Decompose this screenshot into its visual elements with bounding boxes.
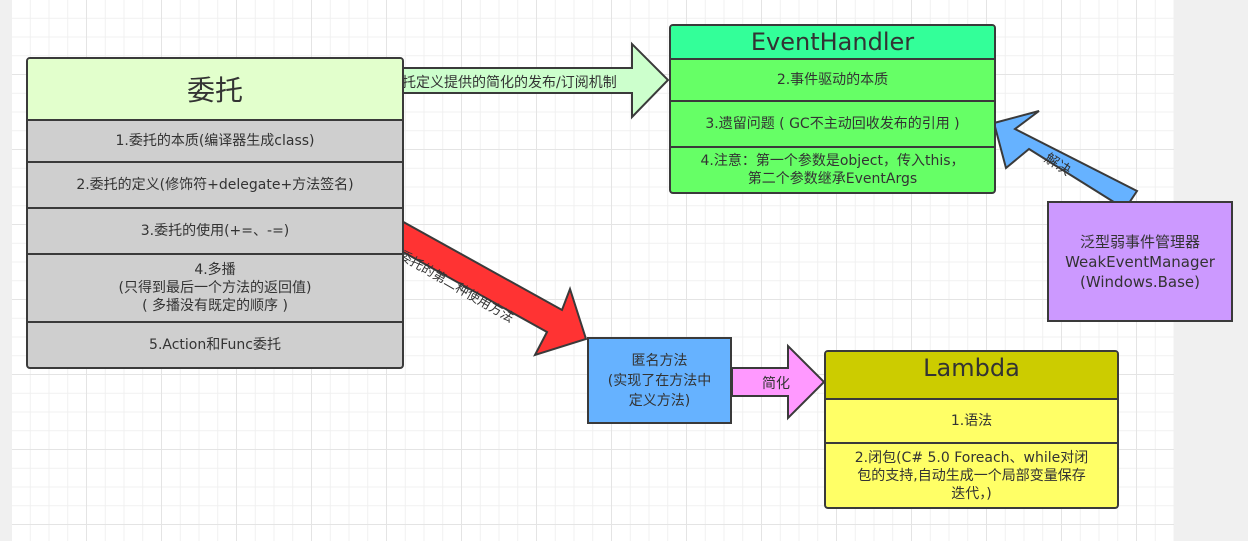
- anonymous-method-node[interactable]: 匿名方法 (实现了在方法中 定义方法): [587, 337, 732, 424]
- delegate-item-action-func: 5.Action和Func委托: [149, 337, 281, 353]
- eventhandler-title: EventHandler: [671, 26, 994, 60]
- lambda-item-closure: 2.闭包(C# 5.0 Foreach、while对闭 包的支持,自动生成一个局…: [854, 449, 1089, 502]
- lambda-item-syntax: 1.语法: [826, 400, 1117, 444]
- lambda-title: Lambda: [826, 352, 1117, 400]
- arrow-label-publish-subscribe: 为委托定义提供的简化的发布/订阅机制: [374, 75, 617, 91]
- eventhandler-item-note: 4.注意：第一个参数是object，传入this， 第二个参数继承EventAr…: [700, 153, 965, 187]
- delegate-item-multicast: 4.多播 (只得到最后一个方法的返回值) ( 多播没有既定的顺序 ): [28, 255, 402, 323]
- lambda-node[interactable]: Lambda 1.语法 2.闭包(C# 5.0 Foreach、while对闭 …: [824, 350, 1119, 509]
- arrow-label-simplify: 简化: [762, 376, 790, 392]
- eventhandler-node[interactable]: EventHandler 2.事件驱动的本质 3.遗留问题 ( GC不主动回收发…: [669, 24, 996, 194]
- weak-event-manager-node[interactable]: 泛型弱事件管理器 WeakEventManager (Windows.Base): [1047, 201, 1233, 322]
- delegate-item-usage: 3.委托的使用(+=、-=): [28, 209, 402, 255]
- delegate-item-definition: 2.委托的定义(修饰符+delegate+方法签名): [28, 163, 402, 209]
- eventhandler-item-essence: 2.事件驱动的本质: [671, 60, 994, 102]
- delegate-item-essence: 1.委托的本质(编译器生成class): [28, 121, 402, 163]
- delegate-title: 委托: [28, 59, 402, 121]
- eventhandler-item-legacy-issue: 3.遗留问题 ( GC不主动回收发布的引用 ): [671, 102, 994, 148]
- delegate-node[interactable]: 委托 1.委托的本质(编译器生成class) 2.委托的定义(修饰符+deleg…: [26, 57, 404, 369]
